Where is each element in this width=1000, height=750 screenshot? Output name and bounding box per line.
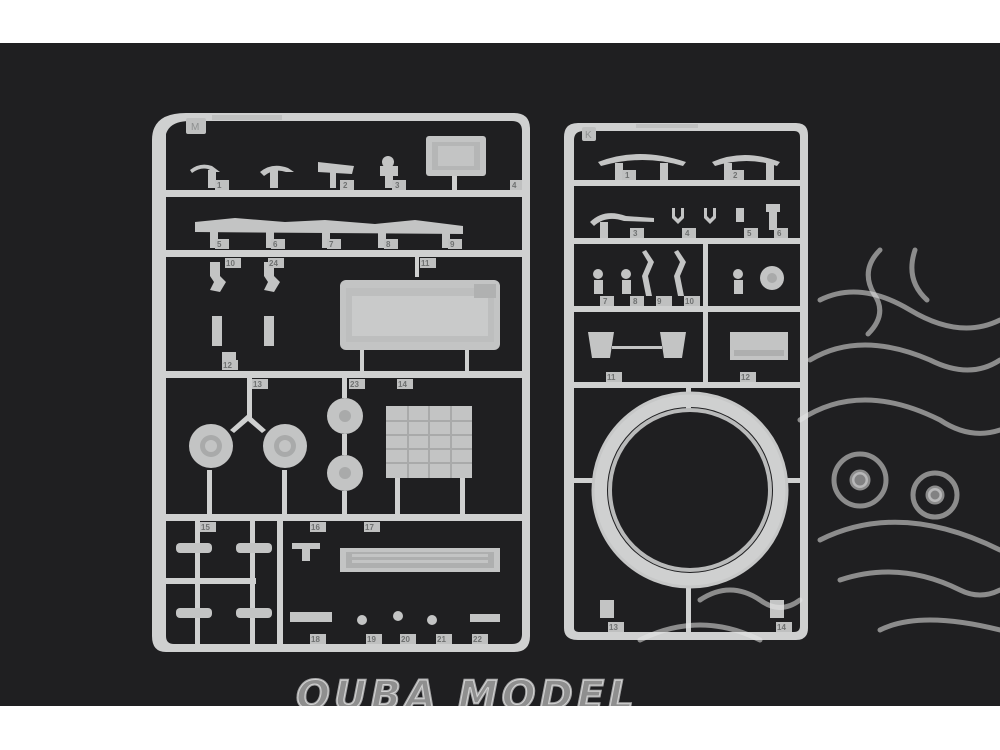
- part-number: 10: [685, 297, 694, 306]
- part-number: 7: [603, 297, 608, 306]
- part-number: 9: [657, 297, 662, 306]
- part-number: 1: [625, 171, 630, 180]
- part-number: 12: [223, 361, 232, 370]
- sprue-frame-m: M: [152, 113, 530, 652]
- part-number: 20: [401, 635, 410, 644]
- part-number: 14: [398, 380, 407, 389]
- part-number: 4: [512, 181, 517, 190]
- part-number: 19: [367, 635, 376, 644]
- part-number: 22: [473, 635, 482, 644]
- part-number: 16: [311, 523, 320, 532]
- part-number: 13: [253, 380, 262, 389]
- part-number: 10: [226, 259, 235, 268]
- part-number: 24: [269, 259, 278, 268]
- sprue-frame-k: K: [564, 123, 808, 640]
- part-number: 17: [365, 523, 374, 532]
- part-number: 3: [633, 229, 638, 238]
- part-number-tags: 1 2 3 4 5 6 7 8 9 10 11 12 13 14 15 16 1…: [200, 180, 522, 644]
- sprocket-wheel: [189, 424, 233, 468]
- part-number: 15: [201, 523, 210, 532]
- part-number: 6: [273, 240, 278, 249]
- part-number: 11: [421, 259, 430, 268]
- track-links: [386, 406, 472, 478]
- exhaust-grille: [340, 548, 500, 572]
- part-number: 5: [217, 240, 222, 249]
- sprue-photo: M: [0, 43, 1000, 706]
- part-number: 11: [607, 373, 616, 382]
- dragon-watermark-logo: [637, 247, 1000, 643]
- part-number: 1: [217, 181, 222, 190]
- part-number: 7: [329, 240, 334, 249]
- part-number: 14: [777, 623, 786, 632]
- part-number: 12: [741, 373, 750, 382]
- part-number: 6: [777, 229, 782, 238]
- part-number: 18: [311, 635, 320, 644]
- road-wheel: [327, 455, 363, 491]
- watermark-text: OUBA MODEL: [295, 672, 638, 706]
- part-number: 3: [395, 181, 400, 190]
- frame-letter-k: K: [585, 130, 592, 141]
- sprue-illustration: M: [152, 113, 1000, 652]
- part-number: 5: [747, 229, 752, 238]
- part-number: 2: [343, 181, 348, 190]
- part-number: 21: [437, 635, 446, 644]
- road-wheel: [327, 398, 363, 434]
- frame-letter-m: M: [191, 122, 199, 133]
- sprocket-wheel: [263, 424, 307, 468]
- part-number: 8: [386, 240, 391, 249]
- part-number: 4: [685, 229, 690, 238]
- part-number: 13: [609, 623, 618, 632]
- part-number: 8: [633, 297, 638, 306]
- part-number: 9: [450, 240, 455, 249]
- part-number-tags: 1 2 3 4 5 6 7 8 9 10 11 12 13 14: [600, 170, 792, 632]
- part-number: 23: [350, 380, 359, 389]
- part-number: 2: [733, 171, 738, 180]
- turret-ring: [591, 391, 789, 589]
